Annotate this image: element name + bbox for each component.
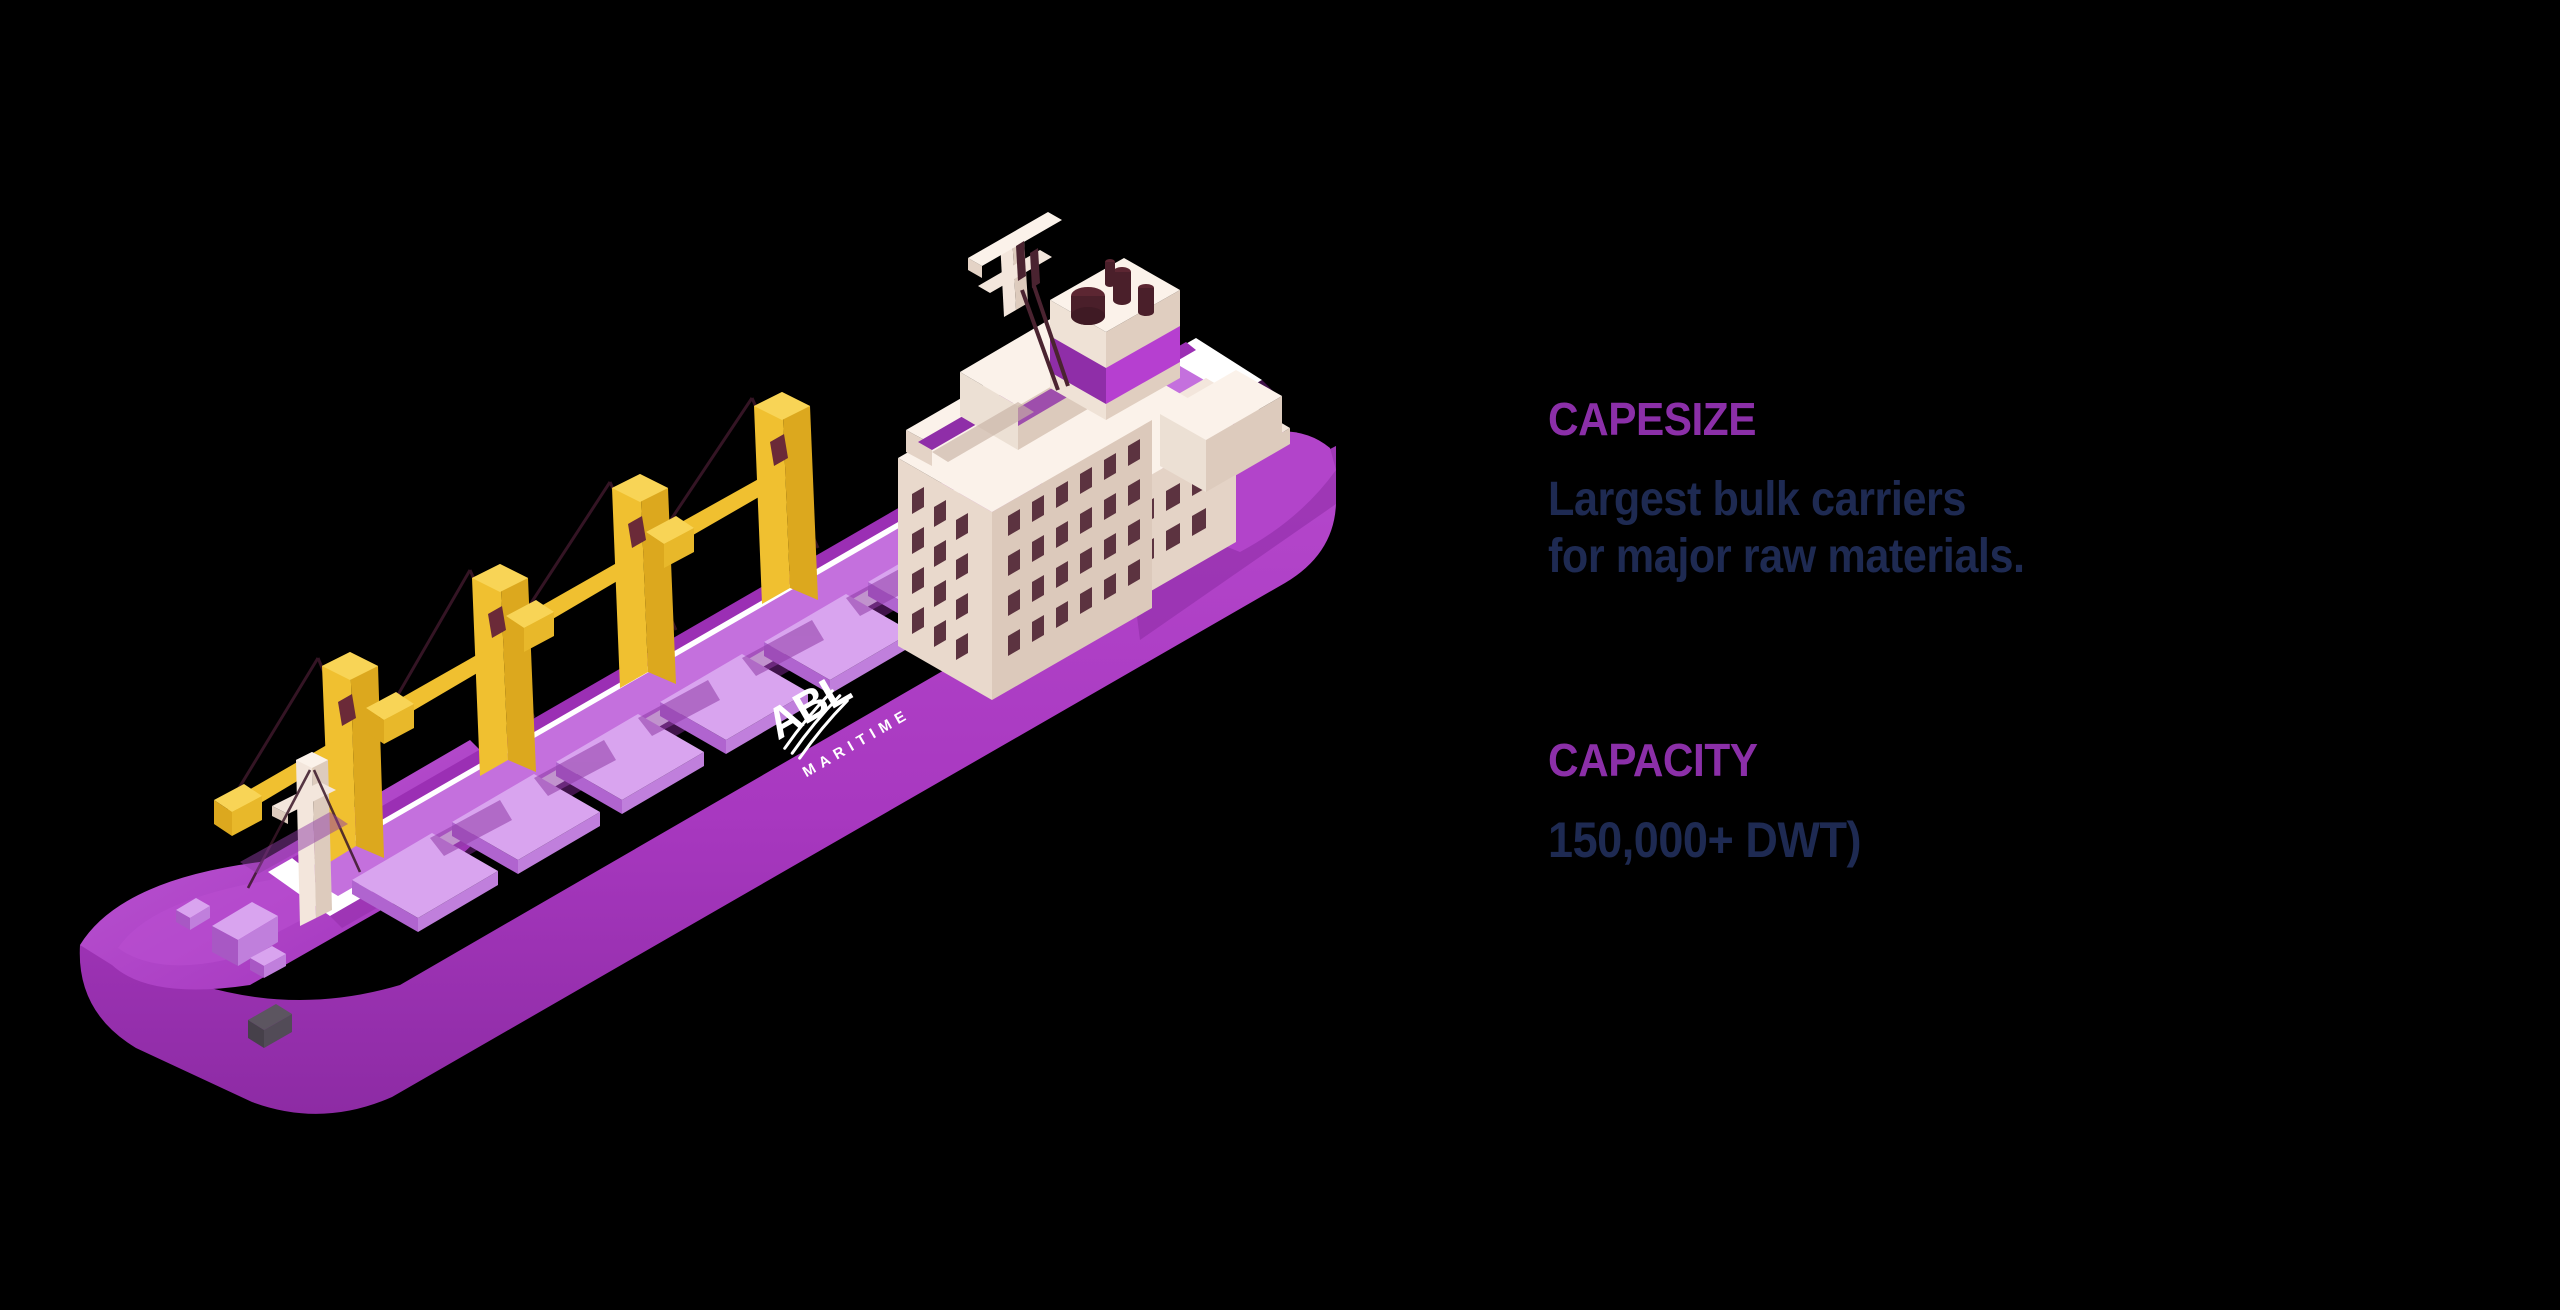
bridge-wing-deck-edge <box>906 430 932 466</box>
aft-small-house-left <box>1160 414 1206 492</box>
spec-body-capesize: Largest bulk carriers for major raw mate… <box>1548 473 2025 583</box>
bridge-roof-shadow <box>932 402 1034 462</box>
deck-crane <box>506 474 676 688</box>
nav-deck-left <box>960 372 1018 450</box>
deck-crane <box>366 564 536 776</box>
spec-block-capacity: CAPACITY 150,000+ DWT) <box>1548 737 2488 868</box>
spec-heading-capesize: CAPESIZE <box>1548 393 1756 445</box>
mast-stays <box>1020 285 1070 391</box>
radar-mast <box>968 212 1062 317</box>
deck-fitting <box>176 898 210 930</box>
funnel-purple-band-left <box>1050 336 1106 404</box>
spec-heading-capacity: CAPACITY <box>1548 734 1758 787</box>
anchor <box>248 1004 292 1048</box>
exhaust-stacks <box>1071 259 1154 325</box>
spec-value-capacity: 150,000+ DWT) <box>1548 812 1862 869</box>
windows <box>912 487 968 660</box>
superstructure <box>898 212 1290 700</box>
bow-deck-fittings <box>176 898 292 1048</box>
aft-small-house-right <box>1206 396 1282 492</box>
hatch-cover <box>352 833 498 932</box>
bridge-house-left <box>898 458 992 700</box>
aft-small-house-top <box>1160 370 1282 440</box>
funnel-purple-band-right <box>1106 326 1180 404</box>
ship-illustration: ABL MARITIME <box>79 212 1336 1114</box>
deck-fitting <box>212 902 278 966</box>
deck-fitting <box>250 946 286 978</box>
bulk-carrier-isometric-svg: ABL MARITIME <box>79 212 1336 1114</box>
spec-panel: CAPESIZE Largest bulk carriers for major… <box>1548 396 2488 868</box>
windows <box>1008 439 1140 656</box>
deck-crane <box>646 392 818 604</box>
spec-block-capesize: CAPESIZE Largest bulk carriers for major… <box>1548 396 2488 585</box>
foremast <box>240 752 362 926</box>
hull-side <box>79 446 1336 1114</box>
